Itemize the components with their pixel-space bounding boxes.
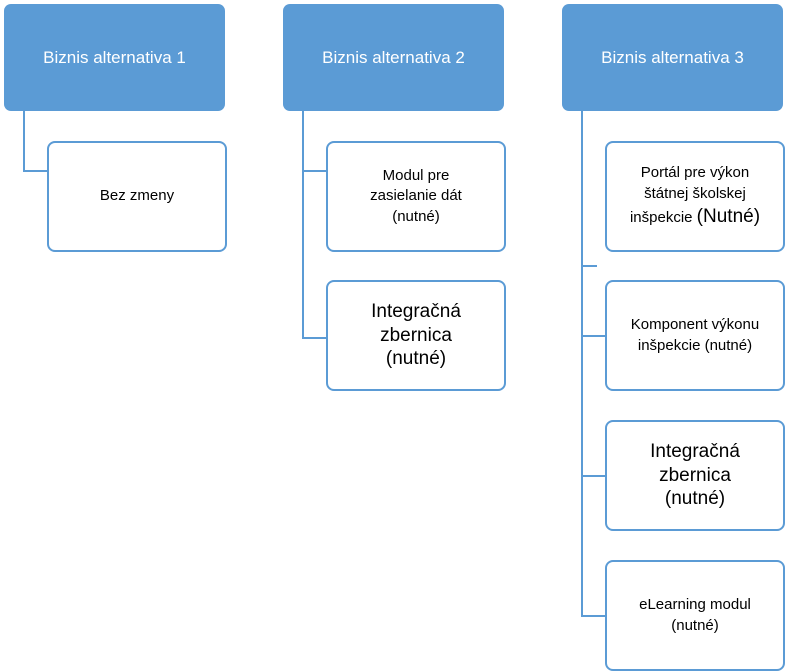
connector-line — [581, 335, 606, 337]
header-biznis-alternativa-2: Biznis alternativa 2 — [283, 4, 504, 111]
connector-line — [23, 170, 48, 172]
connector-line — [302, 337, 327, 339]
connector-line — [23, 111, 25, 172]
node-text-emphasis: (Nutné) — [696, 205, 761, 227]
connector-line — [302, 170, 327, 172]
connector-line — [581, 265, 597, 267]
header-biznis-alternativa-3: Biznis alternativa 3 — [562, 4, 783, 111]
node-integracna-zbernica: Integračná zbernica (nutné) — [326, 280, 506, 391]
connector-line — [302, 111, 304, 339]
node-bez-zmeny: Bez zmeny — [47, 141, 227, 252]
node-integracna-zbernica: Integračná zbernica (nutné) — [605, 420, 785, 531]
node-portal-pre-vykon-inspekcie: Portál pre výkon štátnej školskej inšpek… — [605, 141, 785, 252]
connector-line — [581, 475, 606, 477]
header-biznis-alternativa-1: Biznis alternativa 1 — [4, 4, 225, 111]
node-text: Portál pre výkon štátnej školskej inšpek… — [629, 164, 761, 227]
node-elearning-modul: eLearning modul (nutné) — [605, 560, 785, 671]
node-modul-pre-zasielanie-dat: Modul pre zasielanie dát (nutné) — [326, 141, 506, 252]
node-komponent-vykonu-inspekcie: Komponent výkonu inšpekcie (nutné) — [605, 280, 785, 391]
connector-line — [581, 111, 583, 617]
connector-line — [581, 615, 606, 617]
